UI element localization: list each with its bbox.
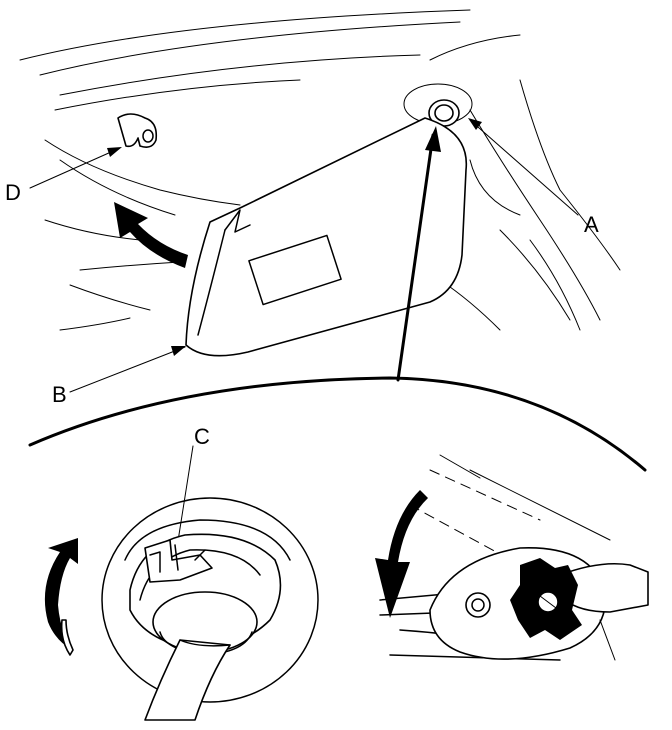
detail-divider-arc <box>28 376 647 472</box>
visor-clip <box>117 113 158 148</box>
label-b: B <box>52 382 67 407</box>
label-a: A <box>584 212 599 237</box>
detail-leader <box>396 126 441 382</box>
sun-visor <box>185 117 468 357</box>
mount-bracket-detail <box>101 497 319 721</box>
label-leaders <box>29 118 579 565</box>
pull-down-arrow <box>114 202 188 268</box>
label-d: D <box>5 180 21 205</box>
rotate-arrow-ccw <box>44 538 78 656</box>
rotate-arrow-down <box>375 490 428 618</box>
roof-headliner <box>19 9 621 331</box>
visor-pivot-mount <box>403 83 473 127</box>
label-c: C <box>194 424 210 449</box>
visor-arm-pivot-detail <box>379 454 649 661</box>
